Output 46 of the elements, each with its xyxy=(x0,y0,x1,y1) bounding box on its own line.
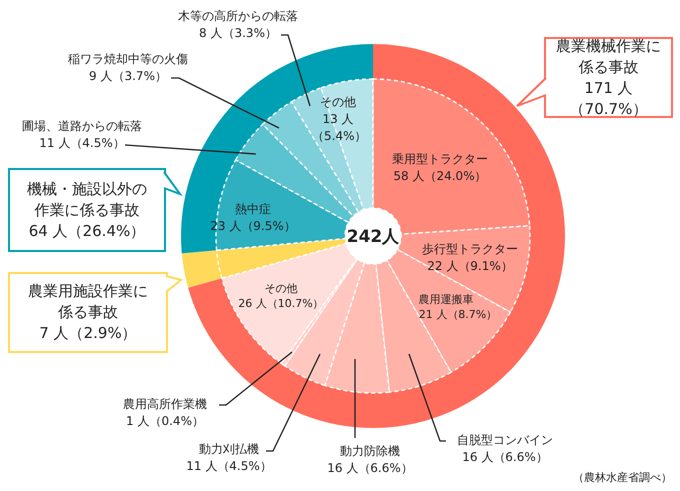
callout-box xyxy=(8,168,166,252)
leader-line xyxy=(171,77,280,129)
value-label: 11 人（4.5%） xyxy=(186,458,272,475)
leader-line xyxy=(408,354,446,442)
callout-box xyxy=(544,37,673,118)
leader-line xyxy=(266,354,321,452)
category-label: 熱中症 xyxy=(235,201,271,218)
value-label: 58 人（24.0%） xyxy=(393,168,487,185)
callout-box xyxy=(8,272,168,353)
value-label: 16 人（6.6%） xyxy=(327,460,413,477)
source-note: （農林水産省調べ） xyxy=(573,470,672,485)
callout-pointer xyxy=(165,275,184,293)
callout-value: 171 人（70.7%） xyxy=(568,78,648,120)
value-label: 9 人（3.7%） xyxy=(89,68,167,85)
value-label: 22 人（9.1%） xyxy=(427,258,513,275)
leader-line xyxy=(219,352,292,406)
value-label: 13 人（5.4%） xyxy=(312,111,364,145)
value-label: 16 人（6.6%） xyxy=(462,449,548,466)
callout-pointer xyxy=(516,77,547,107)
category-label: 稲ワラ焼却中等の火傷 xyxy=(68,51,188,68)
callout-value: 7 人（2.9%） xyxy=(39,323,137,344)
category-label: 動力防除機 xyxy=(340,443,400,460)
value-label: 11 人（4.5%） xyxy=(39,135,125,152)
leader-line xyxy=(281,34,311,106)
category-label: 動力刈払機 xyxy=(199,441,259,458)
value-label: 1 人（0.4%） xyxy=(126,413,204,430)
category-label: 歩行型トラクター xyxy=(422,241,518,258)
value-label: 8 人（3.3%） xyxy=(199,25,277,42)
leader-line xyxy=(124,144,256,155)
callout-value: 64 人（26.4%） xyxy=(28,220,146,242)
callout-title: 農業機械作業に係る事故 xyxy=(555,36,662,78)
callout-title: 農業用施設作業に係る事故 xyxy=(27,281,149,323)
category-label: 乗用型トラクター xyxy=(392,151,488,168)
callout-pointer xyxy=(163,171,183,196)
value-label: 26 人（10.7%） xyxy=(238,296,324,311)
category-label: 自脱型コンバイン xyxy=(457,432,553,449)
category-label: 木等の高所からの転落 xyxy=(178,8,298,25)
value-label: 21 人（8.7%） xyxy=(418,307,498,322)
category-label: 農用運搬車 xyxy=(418,292,474,307)
category-label: 農用高所作業機 xyxy=(123,396,207,413)
callout-title: 機械・施設以外の作業に係る事故 xyxy=(26,178,148,220)
category-label: その他 xyxy=(264,281,298,296)
category-label: その他 xyxy=(320,94,356,111)
total-label: 242人 xyxy=(346,226,400,248)
value-label: 23 人（9.5%） xyxy=(210,218,296,235)
category-label: 圃場、道路からの転落 xyxy=(22,118,142,135)
